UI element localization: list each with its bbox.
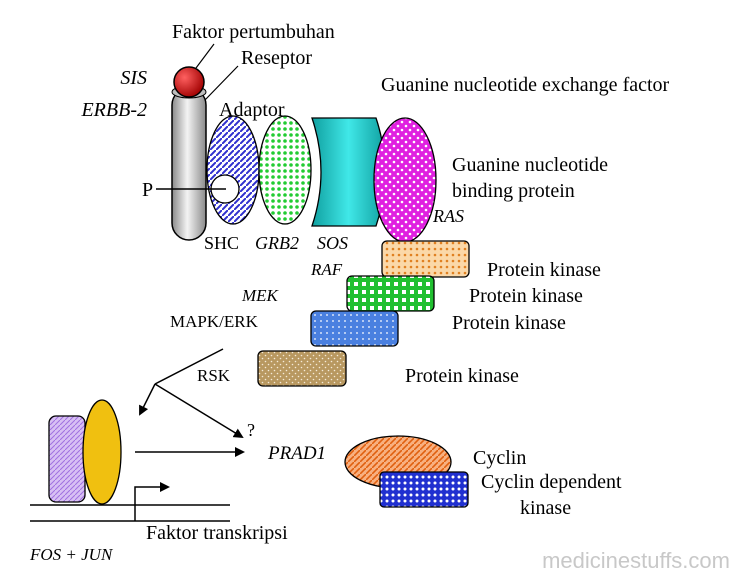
cdk-label-line2: kinase — [520, 497, 571, 519]
fos-shape — [48, 415, 86, 503]
branch-arrow-left — [139, 383, 156, 416]
fos-jun-label: FOS + JUN — [29, 545, 114, 564]
gnbp-label-line1: Guanine nucleotide — [452, 154, 608, 176]
jun-shape — [82, 399, 122, 505]
prad1-label: PRAD1 — [267, 443, 326, 464]
growth-factor-ligand — [173, 66, 205, 98]
protein-kinase-label-2: Protein kinase — [469, 285, 583, 307]
grb2-shape — [258, 115, 312, 225]
mapk-erk-label: MAPK/ERK — [170, 312, 259, 331]
transcription-start-arrow — [134, 482, 170, 521]
cdk-shape — [379, 471, 469, 508]
raf-label: RAF — [310, 260, 343, 279]
gnbp-label-line2: binding protein — [452, 180, 575, 202]
unknown-target-label: ? — [247, 420, 255, 440]
shc-shape — [206, 115, 260, 225]
gef-label: Guanine nucleotide exchange factor — [381, 74, 670, 96]
cdk-label-line1: Cyclin dependent — [481, 471, 622, 493]
growth-factor-pointer — [195, 43, 215, 69]
raf-shape — [381, 240, 470, 278]
mek-label: MEK — [241, 286, 280, 305]
mapk-shape — [310, 310, 399, 347]
phosphate-label: P — [142, 179, 153, 201]
rsk-shape — [257, 350, 347, 387]
sos-label: SOS — [317, 233, 348, 253]
ras-label: RAS — [432, 206, 464, 226]
rsk-label: RSK — [197, 366, 231, 385]
protein-kinase-label-4: Protein kinase — [405, 365, 519, 387]
receptor-pointer — [204, 65, 239, 101]
sis-label: SIS — [120, 67, 147, 89]
protein-kinase-label-1: Protein kinase — [487, 259, 601, 281]
protein-kinase-label-3: Protein kinase — [452, 312, 566, 334]
receptor-shape — [171, 87, 207, 241]
erbb2-label: ERBB-2 — [80, 99, 147, 121]
ras-shape — [373, 117, 437, 243]
cyclin-label: Cyclin — [473, 447, 526, 469]
growth-factor-label: Faktor pertumbuhan — [172, 21, 335, 43]
grb2-label: GRB2 — [255, 233, 299, 253]
mek-shape — [346, 275, 435, 312]
branch-arrow-right — [154, 383, 244, 439]
branch-line-1 — [154, 348, 224, 385]
transcription-factor-label: Faktor transkripsi — [146, 522, 288, 544]
receptor-label: Reseptor — [241, 47, 312, 69]
watermark: medicinestuffs.com — [542, 548, 730, 573]
shc-label: SHC — [204, 233, 239, 253]
adaptor-label: Adaptor — [219, 99, 285, 121]
